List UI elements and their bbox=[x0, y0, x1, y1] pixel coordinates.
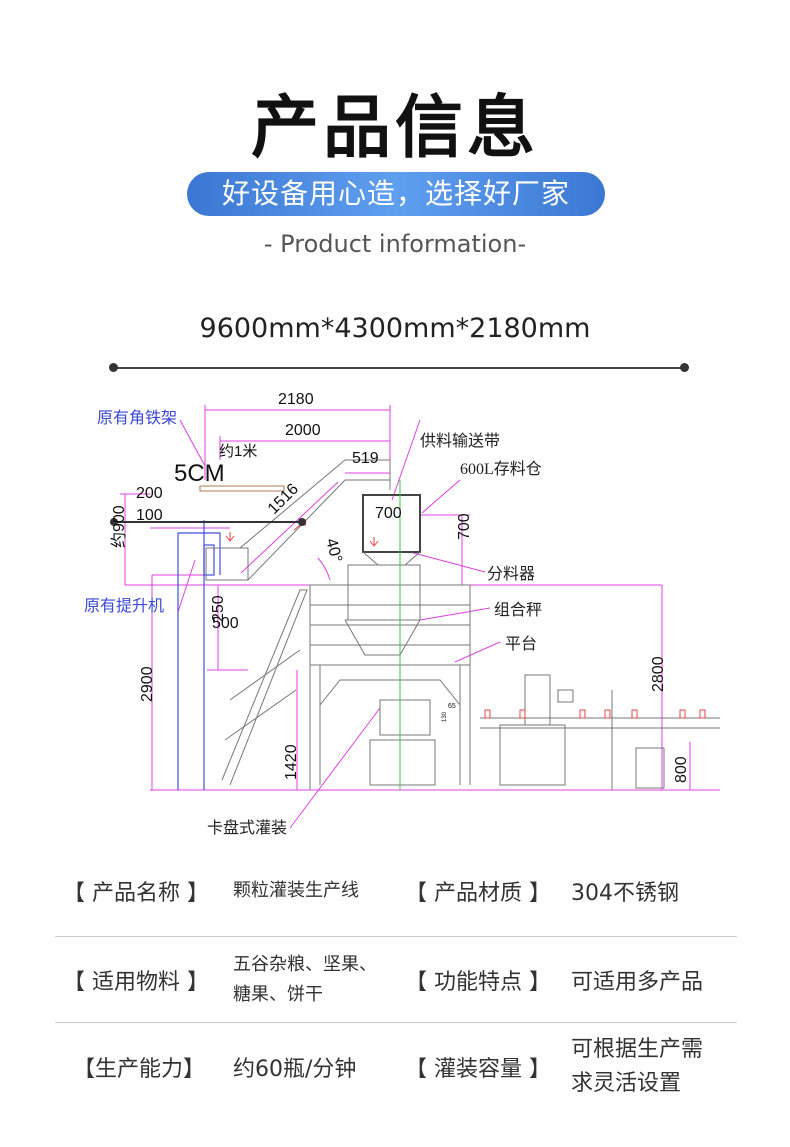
overall-dimensions: 9600mm*4300mm*2180mm bbox=[199, 313, 591, 344]
divider-dot-left bbox=[109, 363, 118, 372]
label-elevator: 原有提升机 bbox=[84, 597, 164, 615]
spec-row: 【 适用物料 】 五谷杂粮、坚果、糖果、饼干 【 功能特点 】 可适用多产品 bbox=[55, 937, 737, 1023]
dim-700-width: 700 bbox=[375, 505, 402, 522]
dim-angle-40: 40° bbox=[322, 537, 345, 565]
row-divider bbox=[55, 1022, 737, 1023]
dim-1420: 1420 bbox=[283, 744, 300, 780]
label-hopper: 600L存料仓 bbox=[460, 460, 542, 478]
slogan-banner: 好设备用心造，选择好厂家 bbox=[187, 172, 605, 216]
dim-800: 800 bbox=[673, 756, 690, 783]
spec-label: 【 适用物料 】 bbox=[63, 970, 209, 995]
label-angle-frame: 原有角铁架 bbox=[97, 409, 177, 427]
existing-elevator bbox=[177, 520, 221, 790]
spec-value: 可适用多产品 bbox=[571, 970, 704, 995]
spec-label: 【生产能力】 bbox=[73, 1057, 206, 1082]
bracket-bar bbox=[199, 485, 285, 492]
dim-1m: 约1米 bbox=[219, 443, 257, 460]
spec-row: 【 产品名称 】 颗粒灌装生产线 【 产品材质 】 304不锈钢 bbox=[55, 848, 737, 934]
bottles bbox=[225, 519, 706, 719]
dim-500: 500 bbox=[212, 615, 239, 632]
spec-row: 【生产能力】 约60瓶/分钟 【 灌装容量 】 可根据生产需求灵活设置 bbox=[55, 1024, 737, 1110]
dim-2900: 2900 bbox=[139, 666, 156, 702]
page-title: 产品信息 bbox=[250, 89, 539, 168]
dim-2000: 2000 bbox=[285, 422, 321, 439]
dim-200: 200 bbox=[136, 485, 163, 502]
spec-label: 【 灌装容量 】 bbox=[405, 1057, 551, 1082]
label-feed-conveyor: 供料输送带 bbox=[420, 432, 500, 450]
row-divider bbox=[55, 936, 737, 937]
dimension-lines bbox=[120, 405, 720, 829]
dim-130: 130 bbox=[442, 711, 448, 722]
spec-value: 五谷杂粮、坚果、糖果、饼干 bbox=[233, 954, 377, 1005]
dim-100: 100 bbox=[136, 507, 163, 524]
dim-2800: 2800 bbox=[650, 656, 667, 692]
machine-drawing: 2180 2000 约1米 519 5CM 200 100 约900 1516 … bbox=[84, 391, 720, 837]
dim-5cm: 5CM bbox=[174, 460, 225, 487]
dim-519: 519 bbox=[352, 450, 379, 467]
label-distributor: 分料器 bbox=[487, 565, 535, 583]
spec-value: 颗粒灌装生产线 bbox=[233, 880, 359, 901]
spec-value: 可根据生产需求灵活设置 bbox=[571, 1037, 704, 1096]
spec-value: 约60瓶/分钟 bbox=[233, 1057, 357, 1082]
dim-2180: 2180 bbox=[278, 391, 314, 408]
subtitle: - Product information- bbox=[263, 230, 527, 258]
spec-value: 304不锈钢 bbox=[571, 881, 679, 906]
spec-label: 【 产品名称 】 bbox=[63, 881, 209, 906]
dim-900: 约900 bbox=[110, 505, 128, 548]
dim-250: 250 bbox=[210, 595, 227, 622]
label-chuck-filling: 卡盘式灌装 bbox=[207, 818, 287, 837]
label-weigher: 组合秤 bbox=[494, 601, 542, 619]
divider-line bbox=[113, 367, 685, 369]
dimension-labels: 2180 2000 约1米 519 5CM 200 100 约900 1516 … bbox=[110, 391, 690, 783]
dim-700-height: 700 bbox=[456, 513, 473, 540]
spec-label: 【 功能特点 】 bbox=[405, 970, 551, 995]
spec-label: 【 产品材质 】 bbox=[405, 881, 551, 906]
dim-65: 65 bbox=[448, 703, 456, 710]
label-platform: 平台 bbox=[505, 635, 537, 653]
part-labels: 原有角铁架 原有提升机 供料输送带 600L存料仓 分料器 组合秤 平台 卡盘式… bbox=[84, 409, 542, 837]
divider-dot-right bbox=[680, 363, 689, 372]
